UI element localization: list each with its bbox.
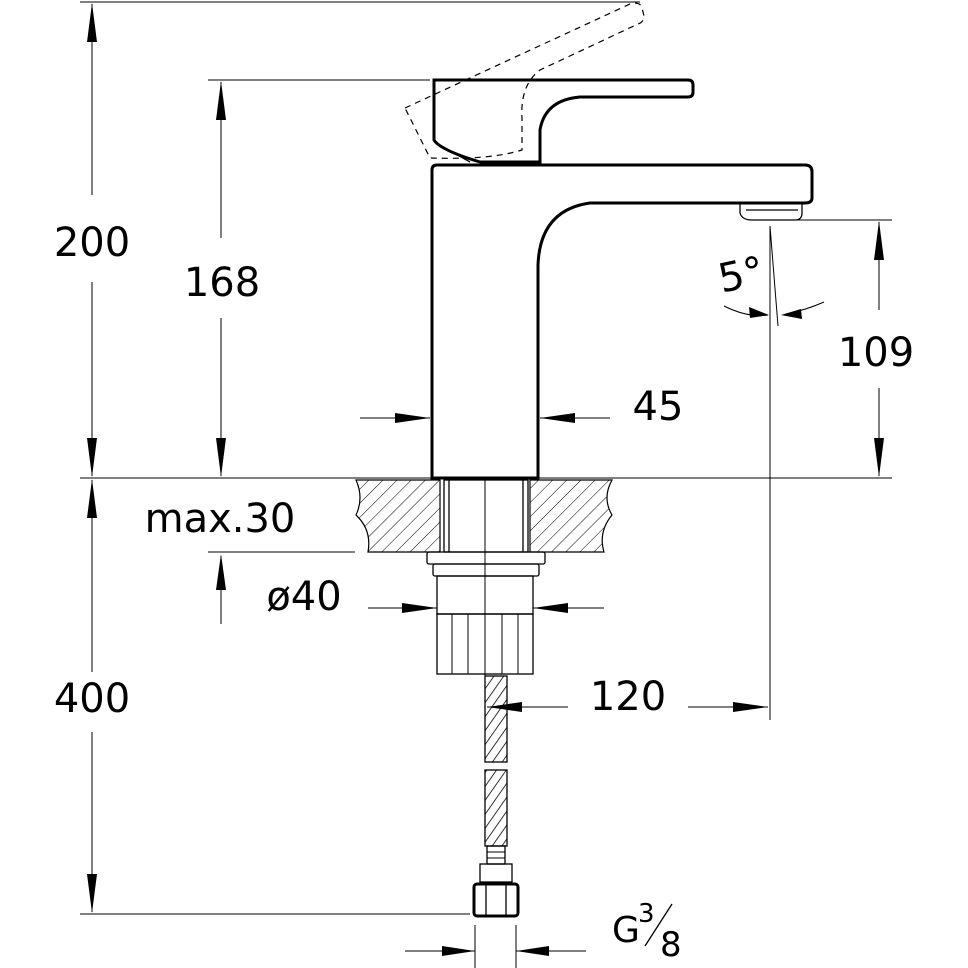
- dimension-diameter: ø40: [266, 574, 604, 620]
- dimension-400: 400: [54, 479, 130, 913]
- dim-label-deck: max.30: [145, 496, 296, 542]
- dimension-angle: 5°: [714, 225, 825, 327]
- dimension-deck: max.30: [145, 496, 296, 624]
- countertop-section: [355, 479, 614, 553]
- dimension-168: 168: [184, 81, 260, 477]
- dimension-45: 45: [360, 384, 683, 430]
- dimension-200: 200: [54, 3, 130, 477]
- dim-label-168: 168: [184, 260, 260, 306]
- faucet-handle: [432, 78, 695, 164]
- dimension-reach: 120: [487, 674, 768, 720]
- dim-label-45: 45: [633, 384, 684, 430]
- handle-open-position: [404, 2, 645, 159]
- dim-label-angle: 5°: [714, 248, 768, 302]
- dim-label-400: 400: [54, 676, 130, 722]
- dim-label-diameter: ø40: [266, 574, 341, 620]
- thread-numerator: 3: [638, 899, 655, 929]
- dim-label-200: 200: [54, 220, 130, 266]
- dimension-109: 109: [838, 221, 914, 477]
- extension-lines: [80, 1, 892, 968]
- dim-label-109: 109: [838, 330, 914, 376]
- thread-denominator: 8: [660, 925, 682, 965]
- mounting-assembly: [426, 479, 546, 675]
- dim-label-reach: 120: [590, 674, 666, 720]
- faucet-body: [430, 163, 814, 480]
- flexible-hose: [472, 675, 520, 918]
- thread-prefix: G: [612, 910, 640, 951]
- dimension-connection: G 3 8: [405, 899, 682, 965]
